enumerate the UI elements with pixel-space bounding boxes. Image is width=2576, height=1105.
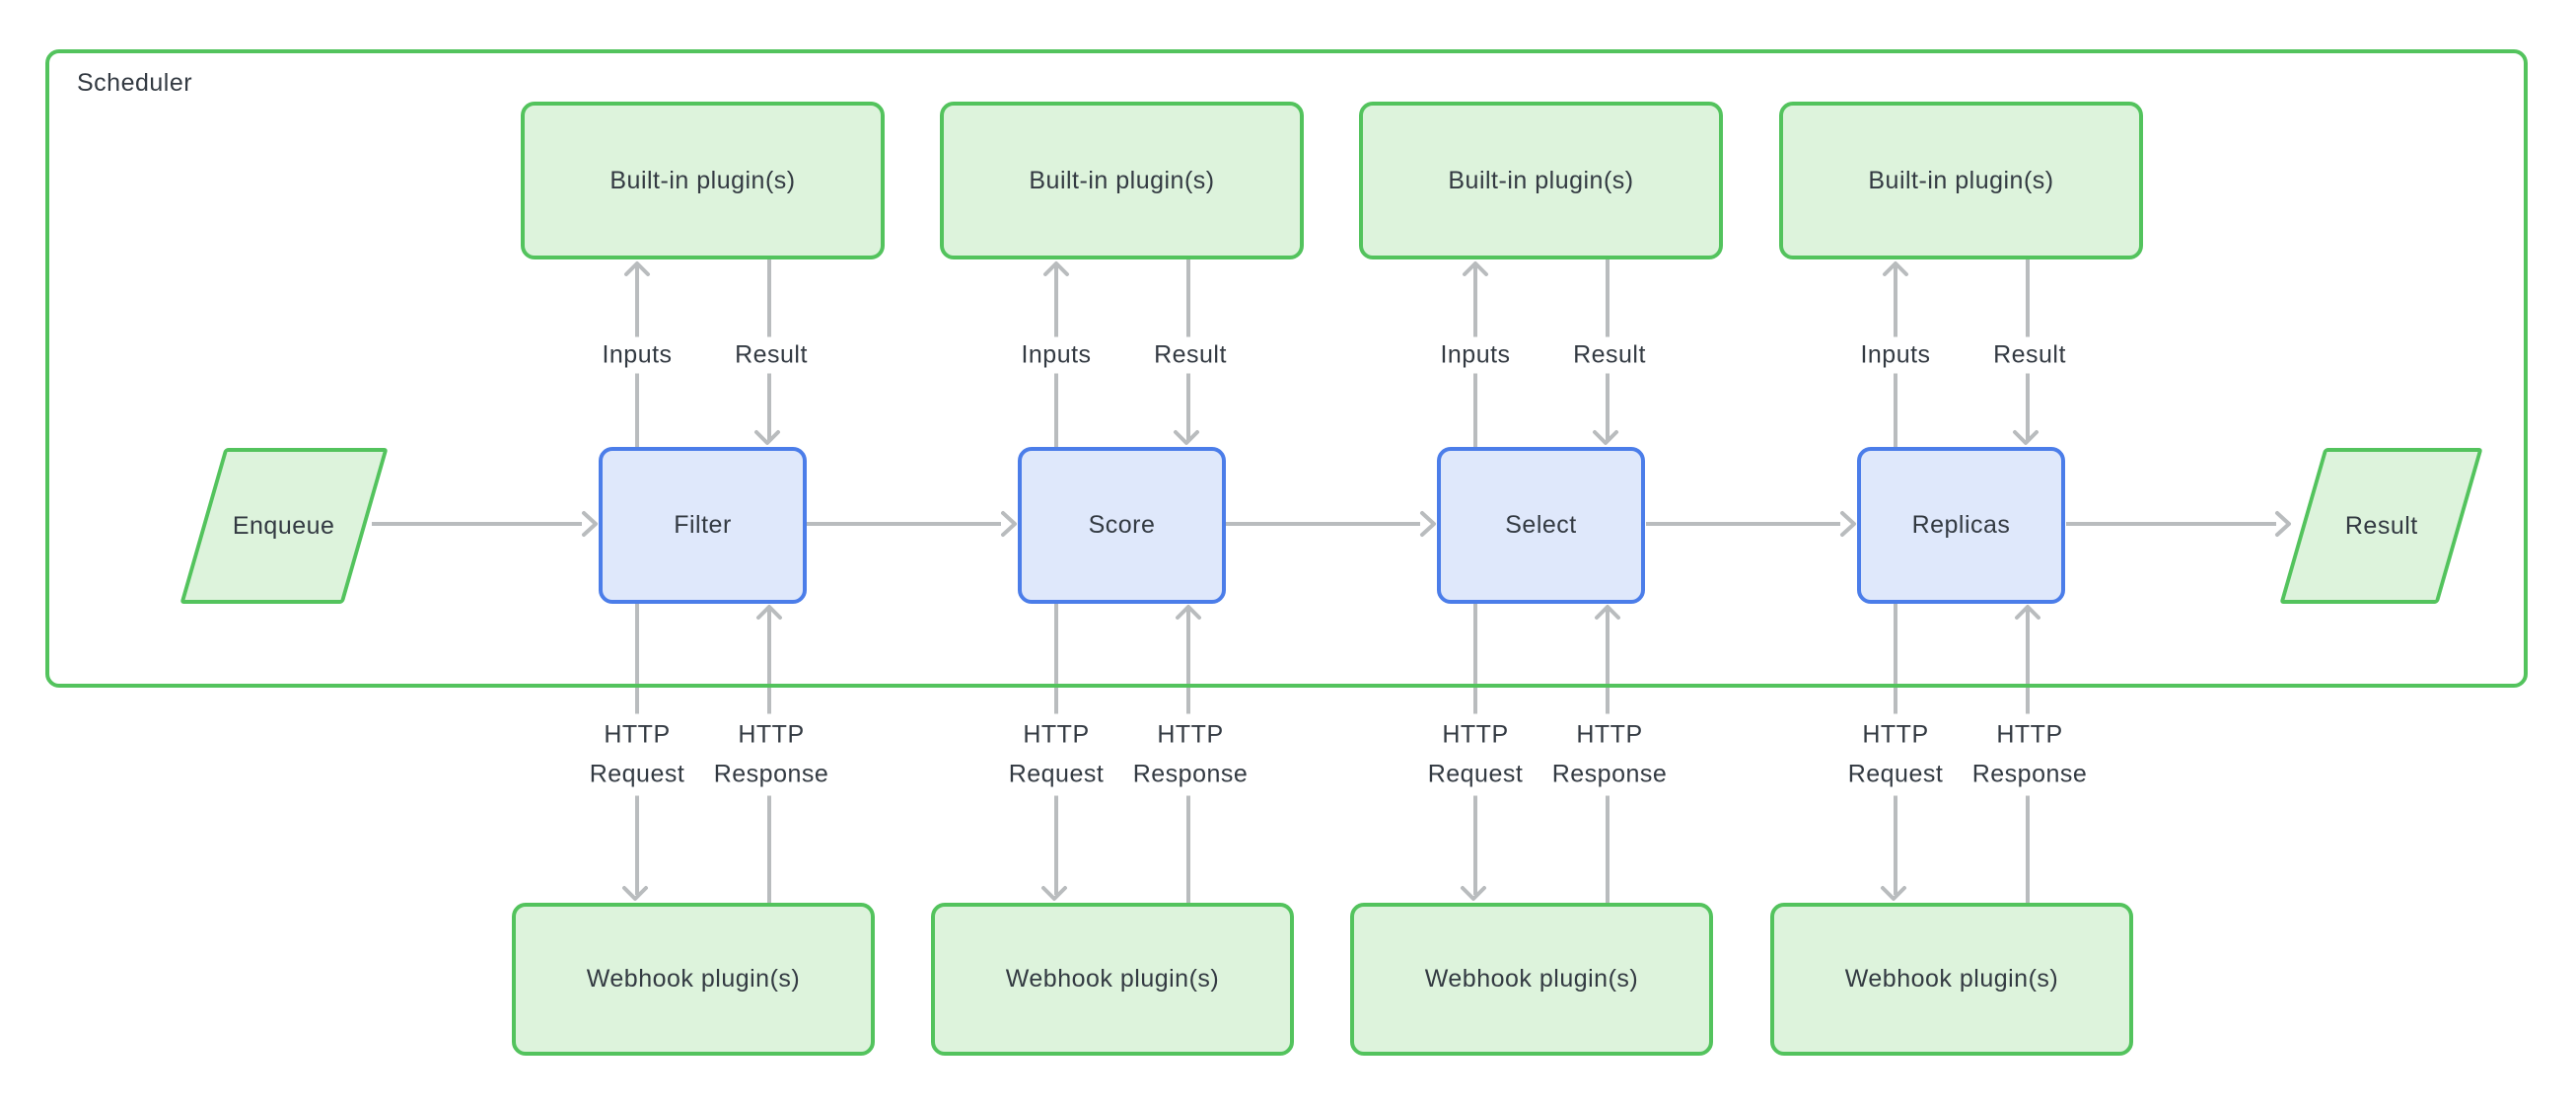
stage-node-label: Select (1505, 511, 1577, 539)
builtin-plugin-box: Built-in plugin(s) (1779, 102, 2143, 259)
http-response-edge-label: HTTP Response (1968, 713, 2092, 796)
inputs-edge-label: Inputs (1852, 336, 1939, 374)
stage-node-label: Filter (674, 511, 732, 539)
webhook-plugin-box: Webhook plugin(s) (931, 903, 1294, 1056)
arrowhead-right-icon (1840, 511, 1856, 537)
webhook-plugin-label: Webhook plugin(s) (1844, 965, 2059, 993)
stage-column-replicas: Inputs Result HTTP Request HTTP Response… (1646, 0, 2172, 1105)
arrowhead-down-icon (1461, 886, 1486, 901)
scheduler-cluster-label: Scheduler (77, 69, 193, 97)
arrowhead-down-icon (1881, 886, 1906, 901)
arrowhead-up-icon (1043, 261, 1069, 276)
webhook-plugin-label: Webhook plugin(s) (586, 965, 801, 993)
arrowhead-right-icon (1001, 511, 1017, 537)
node-enqueue-label: Enqueue (233, 511, 335, 540)
stage-column-filter: Inputs Result HTTP Request HTTP Response… (372, 0, 913, 1105)
arrowhead-up-icon (2015, 605, 2040, 620)
arrowhead-up-icon (1883, 261, 1908, 276)
pipeline-arrow-line (1646, 522, 1840, 526)
arrowhead-down-icon (2013, 430, 2039, 445)
result-edge-label: Result (1146, 336, 1235, 374)
node-result-label: Result (2344, 511, 2418, 540)
http-request-edge-label: HTTP Request (1840, 713, 1951, 796)
arrowhead-down-icon (1041, 886, 1067, 901)
arrowhead-right-icon (1420, 511, 1436, 537)
inputs-edge-label: Inputs (594, 336, 680, 374)
result-edge-label: Result (727, 336, 816, 374)
stage-column-score: Inputs Result HTTP Request HTTP Response… (807, 0, 1332, 1105)
builtin-plugin-label: Built-in plugin(s) (609, 166, 796, 194)
http-request-edge-label: HTTP Request (582, 713, 692, 796)
webhook-plugin-label: Webhook plugin(s) (1424, 965, 1639, 993)
arrowhead-down-icon (754, 430, 780, 445)
node-enqueue: Enqueue (179, 448, 389, 604)
inputs-edge-label: Inputs (1013, 336, 1100, 374)
arrowhead-down-icon (622, 886, 648, 901)
http-request-edge-label: HTTP Request (1420, 713, 1531, 796)
stage-node-box: Replicas (1857, 447, 2065, 604)
arrowhead-up-icon (1463, 261, 1488, 276)
arrowhead-up-icon (1595, 605, 1620, 620)
arrowhead-up-icon (624, 261, 650, 276)
builtin-plugin-box: Built-in plugin(s) (1359, 102, 1723, 259)
arrowhead-up-icon (1176, 605, 1201, 620)
pipeline-arrow-line (372, 522, 582, 526)
builtin-plugin-label: Built-in plugin(s) (1029, 166, 1215, 194)
http-response-edge-label: HTTP Response (1128, 713, 1252, 796)
inputs-edge-label: Inputs (1432, 336, 1519, 374)
webhook-plugin-box: Webhook plugin(s) (512, 903, 875, 1056)
builtin-plugin-label: Built-in plugin(s) (1448, 166, 1634, 194)
pipeline-arrow-line (1226, 522, 1420, 526)
stage-node-label: Score (1088, 511, 1156, 539)
http-response-edge-label: HTTP Response (1547, 713, 1672, 796)
result-edge-label: Result (1565, 336, 1654, 374)
builtin-plugin-box: Built-in plugin(s) (940, 102, 1304, 259)
arrowhead-down-icon (1174, 430, 1199, 445)
builtin-plugin-box: Built-in plugin(s) (521, 102, 885, 259)
webhook-plugin-label: Webhook plugin(s) (1005, 965, 1220, 993)
webhook-plugin-box: Webhook plugin(s) (1770, 903, 2133, 1056)
http-request-edge-label: HTTP Request (1001, 713, 1111, 796)
pipeline-arrow-line (807, 522, 1001, 526)
arrowhead-right-icon (2275, 511, 2291, 537)
stage-column-select: Inputs Result HTTP Request HTTP Response… (1226, 0, 1752, 1105)
builtin-plugin-label: Built-in plugin(s) (1868, 166, 2054, 194)
stage-node-box: Score (1018, 447, 1226, 604)
result-edge-label: Result (1985, 336, 2074, 374)
arrowhead-down-icon (1593, 430, 1618, 445)
stage-node-label: Replicas (1911, 511, 2011, 539)
stage-node-box: Select (1437, 447, 1645, 604)
node-result: Result (2279, 448, 2483, 604)
pipeline-arrow-line (2066, 522, 2276, 526)
http-response-edge-label: HTTP Response (709, 713, 833, 796)
arrowhead-up-icon (756, 605, 782, 620)
stage-node-box: Filter (599, 447, 807, 604)
arrowhead-right-icon (582, 511, 598, 537)
webhook-plugin-box: Webhook plugin(s) (1350, 903, 1713, 1056)
